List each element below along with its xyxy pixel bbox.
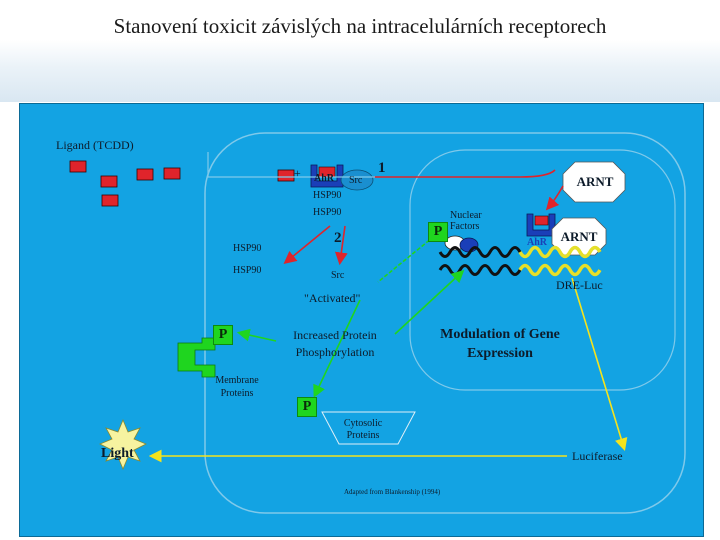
- membrane-protein-shape: [177, 337, 216, 378]
- arrow-to-cytosolic-p: [313, 299, 361, 398]
- nuclear-factor-blue: [459, 237, 479, 253]
- modulation-label: Modulation of Gene Expression: [440, 327, 560, 361]
- luciferase-label: Luciferase: [572, 449, 623, 463]
- p-badge-membrane: P: [213, 325, 233, 345]
- arnt-label-nucleus: ARNT: [560, 229, 598, 244]
- ahr-label-nuclear: AhR: [527, 237, 548, 248]
- cytosolic-proteins-label: Cytosolic Proteins: [343, 418, 383, 441]
- arrow-arnt-to-nucleus: [545, 185, 564, 211]
- dre-luc-label: DRE-Luc: [556, 278, 603, 292]
- hsp90-label-4: HSP90: [233, 265, 262, 276]
- ligand-square: [69, 160, 87, 173]
- hsp90-label-2: HSP90: [313, 207, 342, 218]
- ligand-square: [101, 194, 119, 207]
- arrow-to-luciferase: [571, 277, 628, 452]
- light-label: Light: [101, 446, 134, 461]
- arnt-octagon-nucleus: [551, 217, 607, 256]
- membrane-line: [207, 152, 375, 178]
- src-label-bottom: Src: [331, 270, 345, 281]
- p-badge-cytosolic: P: [297, 397, 317, 417]
- step-1-label: 1: [378, 160, 386, 176]
- nucleus-outline: [409, 149, 676, 391]
- slide-title: Stanovení toxicit závislých na intracelu…: [113, 14, 607, 38]
- activated-label: "Activated": [304, 291, 361, 305]
- header-band: [0, 40, 720, 102]
- ahr-nuclear: [526, 213, 556, 237]
- step-2-label: 2: [334, 230, 342, 246]
- arrow-to-src: [334, 225, 348, 266]
- arrow-to-modulation: [394, 269, 465, 335]
- ligand-square: [277, 169, 295, 182]
- arrow-step1-line: [373, 169, 556, 178]
- increased-phospho-label: Increased Protein Phosphorylation: [293, 328, 377, 359]
- plus-sign: +: [294, 166, 301, 180]
- hsp90-label-3: HSP90: [233, 243, 262, 254]
- dna-helix: [438, 245, 602, 277]
- cell-outline: [204, 132, 686, 514]
- arnt-octagon-cytosol: [562, 161, 626, 203]
- ahr-label: AhR: [314, 173, 335, 184]
- ligand-square: [163, 167, 181, 180]
- arrow-step2: [283, 225, 331, 265]
- hsp90-label-1: HSP90: [313, 190, 342, 201]
- ligand-label: Ligand (TCDD): [56, 138, 134, 152]
- cytosolic-proteins-shape: [321, 411, 416, 445]
- arrow-to-membrane-p: [236, 328, 277, 342]
- ligand-square: [136, 168, 154, 181]
- src-label-top: Src: [349, 175, 363, 186]
- ligand-square: [100, 175, 118, 188]
- arnt-label-cytosol: ARNT: [576, 174, 614, 189]
- membrane-proteins-label: Membrane Proteins: [215, 375, 259, 399]
- ligand-molecules: [69, 160, 295, 207]
- credit-label: Adapted from Blankenship (1994): [344, 488, 441, 496]
- nuclear-factors-label: Nuclear Factors: [450, 210, 482, 232]
- src-ellipse: [340, 169, 374, 191]
- p-badge-nucleus: P: [428, 222, 448, 242]
- light-burst-icon: [99, 418, 147, 471]
